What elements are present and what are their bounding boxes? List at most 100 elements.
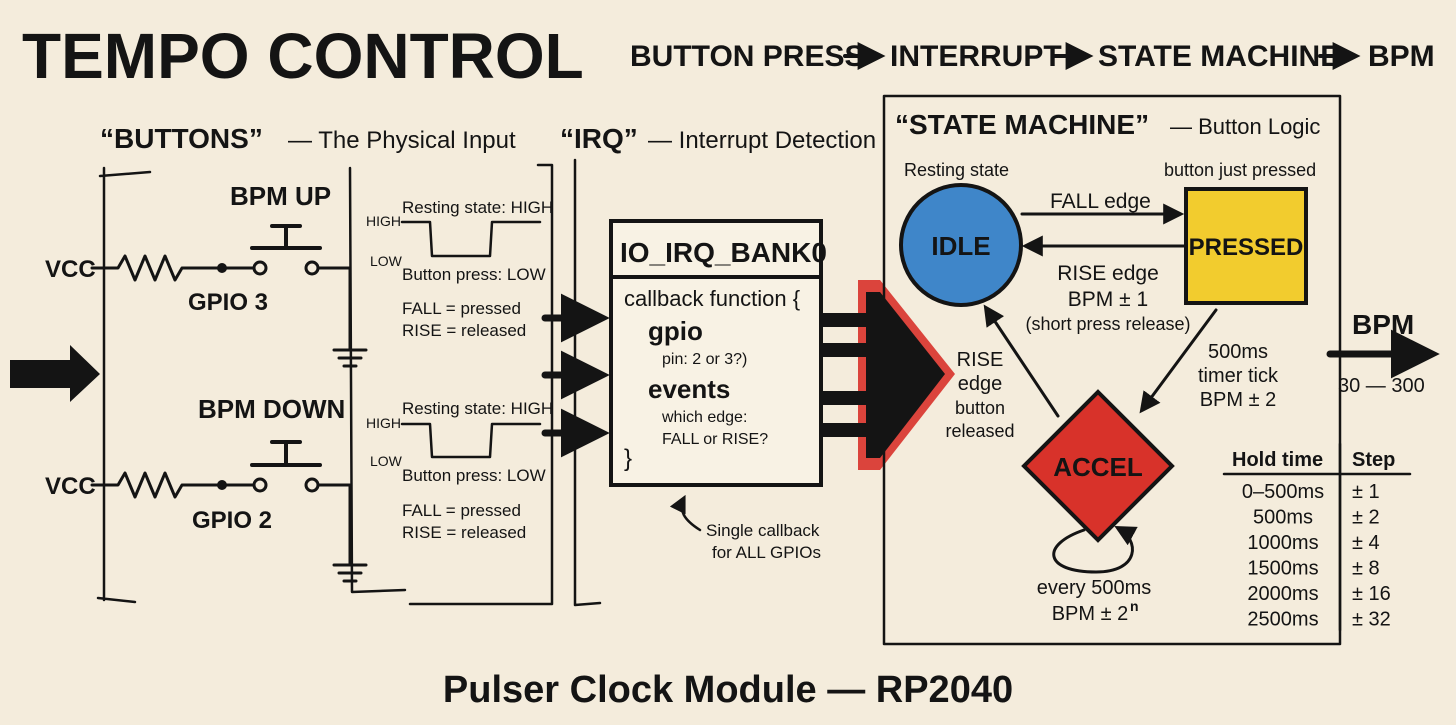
accel-loop-arrow-icon	[1052, 525, 1138, 574]
footer-title: Pulser Clock Module — RP2040	[443, 669, 1013, 711]
table-cell-step: ± 16	[1352, 583, 1391, 605]
timer-line-3: BPM ± 2	[1200, 389, 1277, 411]
table-header: Hold time	[1232, 449, 1323, 471]
release-line-2: edge	[958, 373, 1003, 395]
waveform-resting-text: Resting state: HIGH	[402, 198, 553, 217]
hold-time-table: Hold time Step 0–500ms± 1500ms± 21000ms±…	[1222, 442, 1412, 632]
buttons-section-subtitle: — The Physical Input	[288, 127, 516, 154]
accel-loop-line-1: every 500ms	[1037, 577, 1152, 599]
timer-line-1: 500ms	[1208, 341, 1268, 363]
table-cell-step: ± 4	[1352, 532, 1380, 554]
fall-edge-label: FALL edge	[1050, 190, 1151, 213]
irq-section-title: “IRQ”	[560, 123, 638, 154]
accel-loop-superscript: n	[1130, 598, 1139, 614]
junction-dot-icon	[217, 263, 227, 273]
input-arrow-icon	[10, 345, 100, 402]
irq-gpio-label: gpio	[648, 316, 703, 346]
release-line-1: RISE	[957, 349, 1004, 371]
state-machine-section-subtitle: — Button Logic	[1170, 114, 1320, 139]
bpm-up-waveform: HIGH LOW Resting state: HIGH Button pres…	[366, 198, 553, 340]
switch-contact-icon	[252, 260, 268, 276]
pressed-label: PRESSED	[1189, 234, 1304, 261]
rise-edge-line-1: RISE edge	[1057, 262, 1159, 285]
push-button-icon	[250, 440, 322, 467]
flow-step-state-machine: STATE MACHINE	[1098, 40, 1340, 73]
bpm-range-text: 30 — 300	[1338, 375, 1425, 397]
switch-contact-icon	[304, 260, 320, 276]
waveform-trace	[400, 422, 542, 459]
pressed-note: button just pressed	[1164, 160, 1316, 180]
buttons-section-title: “BUTTONS”	[100, 123, 263, 154]
bpm-output: BPM 30 — 300	[1326, 309, 1440, 397]
state-machine-frame	[882, 94, 1342, 646]
waveform-low-label: LOW	[370, 453, 403, 469]
bpm-up-circuit: BPM UP VCC GPIO 3	[45, 181, 368, 368]
pressed-state-node: button just pressed PRESSED	[1164, 160, 1316, 305]
accel-label: ACCEL	[1053, 452, 1143, 482]
table-cell-step: ± 8	[1352, 558, 1380, 580]
resistor-icon	[90, 254, 222, 282]
waveform-trace	[400, 220, 542, 258]
table-cell-hold-time: 500ms	[1253, 507, 1313, 529]
ground-icon	[332, 348, 368, 368]
irq-output-arrow	[822, 280, 955, 470]
waveform-resting-text: Resting state: HIGH	[402, 399, 553, 418]
irq-events-label: events	[648, 374, 730, 404]
waveform-low-label: LOW	[370, 253, 403, 269]
bpm-down-waveform: HIGH LOW Resting state: HIGH Button pres…	[366, 399, 553, 542]
irq-events-note-2: FALL or RISE?	[662, 431, 768, 448]
release-arrow-icon	[983, 304, 1060, 418]
irq-bank-box: IO_IRQ_BANK0 callback function { gpio pi…	[609, 219, 827, 487]
resistor-icon	[90, 471, 222, 499]
flow-header: BUTTON PRESS INTERRUPT STATE MACHINE BPM	[630, 40, 1435, 73]
idle-state-node: Resting state IDLE	[899, 160, 1023, 307]
irq-footnote-1: Single callback	[706, 521, 820, 540]
bpm-down-vcc-label: VCC	[45, 473, 96, 500]
irq-bank-title: IO_IRQ_BANK0	[620, 237, 827, 268]
waveform-press-text: Button press: LOW	[402, 466, 546, 485]
table-header: Step	[1352, 449, 1395, 471]
waveform-press-text: Button press: LOW	[402, 265, 546, 284]
release-line-4: released	[945, 421, 1014, 441]
waveform-fall-text: FALL = pressed	[402, 299, 521, 318]
irq-note-arrow-icon	[669, 494, 702, 532]
flow-step-button-press: BUTTON PRESS	[630, 40, 864, 73]
bpm-down-circuit: BPM DOWN VCC GPIO 2	[45, 394, 368, 583]
junction-dot-icon	[217, 480, 227, 490]
waveform-fall-text: FALL = pressed	[402, 501, 521, 520]
rise-edge-line-3: (short press release)	[1025, 314, 1190, 334]
ground-icon	[332, 563, 368, 583]
switch-contact-icon	[252, 477, 268, 493]
push-button-icon	[250, 224, 322, 250]
idle-circle	[899, 183, 1023, 307]
pressed-box	[1184, 187, 1308, 305]
table-cell-step: ± 2	[1352, 507, 1380, 529]
state-machine-section-title: “STATE MACHINE”	[895, 109, 1149, 140]
irq-close-brace: }	[624, 445, 632, 472]
accel-diamond	[1021, 389, 1175, 543]
table-cell-hold-time: 1000ms	[1247, 532, 1318, 554]
waveform-rise-text: RISE = released	[402, 321, 526, 340]
irq-callback-text: callback function {	[624, 286, 800, 311]
table-cell-step: ± 1	[1352, 481, 1380, 503]
release-line-3: button	[955, 398, 1005, 418]
table-cell-hold-time: 2500ms	[1247, 609, 1318, 631]
table-cell-hold-time: 1500ms	[1247, 558, 1318, 580]
irq-footnote-2: for ALL GPIOs	[712, 543, 821, 562]
timer-line-2: timer tick	[1198, 365, 1279, 387]
main-title: TEMPO CONTROL	[22, 20, 584, 92]
bpm-down-gpio-label: GPIO 2	[192, 507, 272, 534]
accel-loop-line-2: BPM ± 2	[1052, 603, 1129, 625]
waveform-high-label: HIGH	[366, 415, 401, 431]
irq-section-subtitle: — Interrupt Detection	[648, 127, 876, 154]
idle-note: Resting state	[904, 160, 1009, 180]
rise-edge-line-2: BPM ± 1	[1068, 288, 1148, 311]
flow-step-interrupt: INTERRUPT	[890, 40, 1062, 73]
bpm-up-gpio-label: GPIO 3	[188, 289, 268, 316]
irq-events-note-1: which edge:	[661, 409, 747, 426]
switch-contact-icon	[304, 477, 320, 493]
idle-label: IDLE	[931, 231, 990, 261]
bpm-output-label: BPM	[1352, 309, 1414, 340]
